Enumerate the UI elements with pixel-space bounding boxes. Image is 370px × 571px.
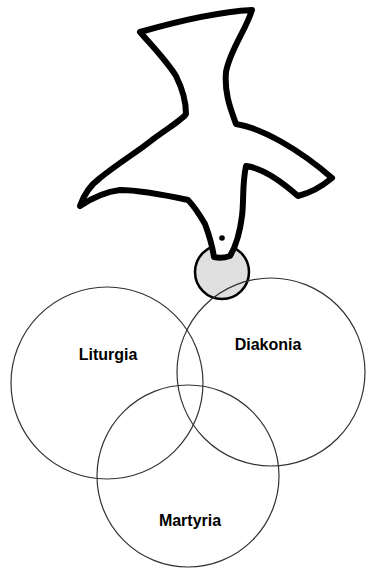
circle-label: Liturgia (79, 345, 139, 364)
dove-eye (219, 235, 225, 241)
dove-outline (80, 10, 332, 258)
circle-outline (96, 384, 280, 568)
circle-label: Diakonia (235, 335, 303, 354)
circle-label: Martyria (159, 511, 223, 530)
venn-circle: Liturgia (10, 286, 204, 480)
venn-circle: Martyria (96, 384, 280, 568)
circle-outline (10, 286, 204, 480)
